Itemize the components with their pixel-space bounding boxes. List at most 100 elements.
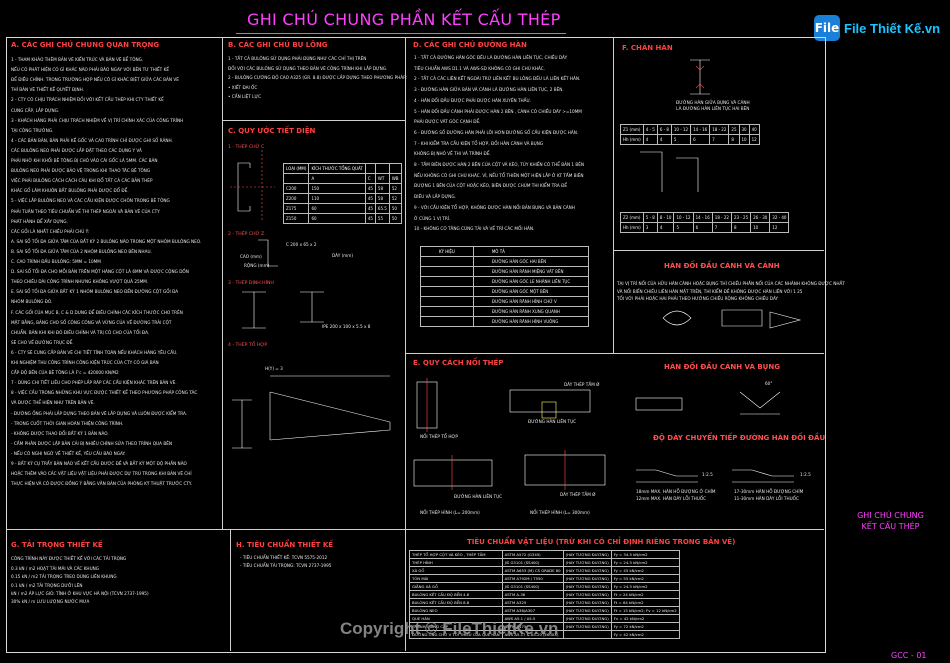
note-line: kN / m2 ÁP LỰC GIÓ: TÍNH Ở KHU VỰC HÀ NỘ… xyxy=(11,590,149,596)
c-item-3: 3 - THÉP ĐỊNH HÌNH xyxy=(228,281,274,286)
note-line: NHÓM BULÔNG ĐÓ. xyxy=(11,299,53,305)
thk-right-2: 11-30mm HÀN DÀY LỖI THUỐC xyxy=(734,496,799,501)
note-line: TIÊU CHUẨN AWS D1.1 VÀ AWS-SD KHÔNG CÓ G… xyxy=(414,65,546,71)
materials-heading: TIÊU CHUẨN VẬT LIỆU (TRỪ KHI CÓ CHỈ ĐỊNH… xyxy=(467,538,736,546)
note-line: 2 - CTY CÓ CHỊU TRÁCH NHIỆM ĐỐI VỚI KẾT … xyxy=(11,97,164,103)
divider xyxy=(6,529,824,530)
section-d-heading: D. CÁC GHI CHÚ ĐƯỜNG HÀN xyxy=(413,41,527,49)
note-line: - TRONG CUỐT THỜI GIAN HOÀN THIỆN CÔNG T… xyxy=(11,420,124,426)
ipe-shape xyxy=(242,291,266,329)
plate-splice-2 xyxy=(509,389,591,413)
thk-left-1: 18mm MAX. HÀN HỖ ĐƯỢNG Ở CHÍM xyxy=(636,489,716,494)
e-label-noi: NỐI THÉP TỔ HỢP xyxy=(420,434,458,439)
thk-right-1: 17-30mm HÀN HỖ ĐƯỢNG CHÍM xyxy=(734,489,804,494)
taper-beam-shape xyxy=(269,391,391,441)
note-line: 2 - TẤT CẢ CÁC LIÊN KẾT NGOÀI TRỪ LIÊN K… xyxy=(414,76,581,82)
table-cell: 12 xyxy=(748,134,760,145)
note-line: 7 - KHI KIỂM TRA CẤU KIỆN TỔ HỢP, ĐỐI HÀ… xyxy=(414,140,544,146)
note-line: Ở CÙNG 1 VỊ TRÍ. xyxy=(414,215,451,221)
note-line: PHẢI TUÂN THEO TIÊU CHUẨN VỀ THI THÉP NG… xyxy=(11,208,160,214)
thickness-right-sketch xyxy=(732,469,794,483)
note-line: F. CÁC GỐI CỦA MỤC B, C & D DUNG ĐỂ ĐIỀU… xyxy=(11,309,183,315)
note-line: CÁC GỐI LÀ NHẤT CHIỀU PHẢI CHÚ Ý: xyxy=(11,228,90,234)
note-line: ĐỂ ĐIỀU CHỈNH. TRONG TRƯỜNG HỢP NẾU CÓ G… xyxy=(11,77,179,83)
e-label-hlt: ĐƯỜNG HÀN LIÊN TỤC xyxy=(528,419,577,424)
note-line: • XIẾT ĐAI ỐC xyxy=(228,84,258,90)
rong-label: RỘNG (mm) xyxy=(244,263,270,268)
note-line: B. SAI SỐ TỐI ĐA GIỮA TÂM CỦA 2 NHÓM BUL… xyxy=(11,248,152,254)
page-title: GHI CHÚ CHUNG PHẦN KẾT CẤU THÉP xyxy=(247,10,561,29)
note-line: 0.15 kN / m2 TẢI TRỌNG TREO DÙNG LIÊN KH… xyxy=(11,574,117,580)
note-line: TẠI CÔNG TRƯỜNG. xyxy=(11,127,54,133)
table-cell: 12 xyxy=(769,222,790,233)
e-label-noi-hinh2: NỐI THÉP HÌNH (L= 300mm) xyxy=(530,510,590,515)
sheet-label-1: GHI CHÚ CHUNG xyxy=(857,511,924,520)
table-cell: 55 xyxy=(374,213,390,224)
note-line: NẾU KHÔNG CÓ GHI CHÚ KHÁC. VÌ, NẾU TỔ TH… xyxy=(414,172,584,178)
note-line: 1 - TẤT CẢ ĐƯỜNG HÀN GÓC ĐỀU LÀ ĐƯỜNG HÀ… xyxy=(414,55,568,60)
logo-mark-icon: File xyxy=(814,15,840,41)
note-line: 1 - THAM KHẢO THÊM BẢN VẼ KIẾN TRÚC VÀ B… xyxy=(11,57,144,62)
fillet-weld-sketch xyxy=(690,59,710,95)
h-line-1: - TIÊU CHUẨN THIẾT KẾ: TCVN 5575-2012 xyxy=(240,555,328,560)
note-line: PHÁT HÀNH ĐỂ XÂY DỰNG. xyxy=(11,218,68,224)
logo-name: File Thiết Kế.vn xyxy=(844,20,941,36)
note-line: 9 - BẤT KỲ CỤ TRẤY BẢN NÀO VỀ KẾT CẤU ĐƯ… xyxy=(11,461,187,466)
table-cell: Fy = 42 kN/cm2 xyxy=(610,630,680,639)
z-section-shape xyxy=(258,239,278,267)
note-line: - NẾU CÓ NGHI NGỜ VỀ THIẾT KẾ, YÊU CẦU B… xyxy=(11,450,126,456)
note-line: BULÔNG NEO PHẢI ĐƯỢC BẢO VỆ TRONG KHI TH… xyxy=(11,168,151,174)
note-line: CUNG CẤP, LẮP DỰNG. xyxy=(11,107,60,113)
note-line: TẠI VỊ TRÍ NỐI CỦA HỮU HÀN CÁNH HOẶC BỤN… xyxy=(617,281,845,286)
note-line: - ĐƯỜNG ỐNG PHẢI LẮP DỰNG THEO BẢN VẼ LẮ… xyxy=(11,410,188,416)
note-line: 5 - HÀN ĐỐI ĐẦU CÁNH PHẢI ĐƯỢC HÀN 2 BÊN… xyxy=(414,108,582,114)
table-row: LOẠI (MM)KÍCH THƯỚC TỔNG QUÁT xyxy=(282,163,402,174)
note-line: 8 - TẤM BIÊN ĐƯỢC HÀN 2 BÊN CỦA CỘT VÀ K… xyxy=(414,162,585,167)
note-line: HOẶC THÊM VÀO CÁC VẬT LIỆU VẬT LIỆU PHẢI… xyxy=(11,471,192,477)
note-line: SẼ CHO VỀ ĐƯỜNG TRỤC ĐỂ. xyxy=(11,339,74,345)
note-line: 7 - DÙNG CHI TIẾT LIÊU CHO PHÉP LẮP RÁP … xyxy=(11,380,177,386)
g-intro: CÔNG TRÌNH NÀY ĐƯỢC THIẾT KẾ VỚI CÁC TẢI… xyxy=(11,556,127,561)
slope-right: 1:2.5 xyxy=(800,472,811,477)
site-logo[interactable]: File File Thiết Kế.vn xyxy=(814,14,940,42)
note-line: 4 - HÀN ĐỐI ĐẦU ĐƯỢC PHẢI ĐƯỢC HÀN XUYÊN… xyxy=(414,97,531,103)
divider xyxy=(613,250,824,251)
divider xyxy=(613,37,614,353)
section-h-heading: H. TIÊU CHUẨN THIẾT KẾ xyxy=(236,541,334,549)
note-line: 30% kN / m LƯU LƯỢNG NƯỚC MƯA xyxy=(11,599,90,605)
note-line: THEO CHIỀU DÀI CÔNG TRÌNH NHƯNG KHÔNG VƯ… xyxy=(11,279,149,285)
weld-corner-sketch xyxy=(640,151,699,192)
h-line-2: - TIÊU CHUẨN TẢI TRỌNG: TCVN 2737-1995 xyxy=(240,563,332,568)
c-item-1: 1 - THÉP CHỮ C xyxy=(228,145,265,150)
copyright-watermark: Copyright © FileThietKe.vn xyxy=(340,619,559,638)
section-c-heading: C. QUY ƯỚC TIẾT DIỆN xyxy=(228,127,316,135)
divider xyxy=(405,353,824,354)
note-line: VÀ ĐƯỢC THỂ HIỆN NHƯ TRÊN BẢN VẼ. xyxy=(11,400,95,406)
note-line: 6 - CTY SẼ CUNG CẤP BẢN VẼ CHI TIẾT TÍNH… xyxy=(11,349,178,355)
butt-flange-sketch xyxy=(635,397,683,411)
table-cell: 50 xyxy=(388,213,402,224)
note-line: ĐIỀU VÀ LẮP DỰNG. xyxy=(414,194,456,200)
cz-label: C 200 x 65 x 2 xyxy=(286,242,317,247)
note-line: VÀ NỐI BIẾN CHIỀU LIÊN HÀN MẶT TRÊN, THÌ… xyxy=(617,288,803,294)
divider xyxy=(405,529,406,651)
note-line: A. SAI SỐ TỐI ĐA GIỮA TÂM CỦA BẤT KỲ 2 B… xyxy=(11,238,202,244)
beam-splice-1 xyxy=(413,459,493,487)
divider xyxy=(230,529,231,651)
note-line: C. CAO TRÌNH ĐẦU BULÔNG: 5MM = 10MM xyxy=(11,259,101,264)
note-line: 2 - BULÔNG CƯỜNG ĐỘ CAO A325 (GR. 8.8) Đ… xyxy=(228,75,408,80)
thickness-heading: ĐỘ DÀY CHUYỂN TIẾP ĐƯỜNG HÀN ĐỐI ĐẦU xyxy=(653,434,826,442)
note-line: KHÔNG BỊ NHỎ VỀ THI VÀ TRÌNH ĐỂ. xyxy=(414,151,491,157)
e-label-dtt: DÀY THÉP TẤM Ø xyxy=(564,382,600,387)
day-label: DÀY (mm) xyxy=(332,253,354,258)
note-line: 5 - VIỆC LẮP BULÔNG NEO VÀ CÁC CẤU KIỆN … xyxy=(11,198,170,204)
divider xyxy=(222,37,223,529)
